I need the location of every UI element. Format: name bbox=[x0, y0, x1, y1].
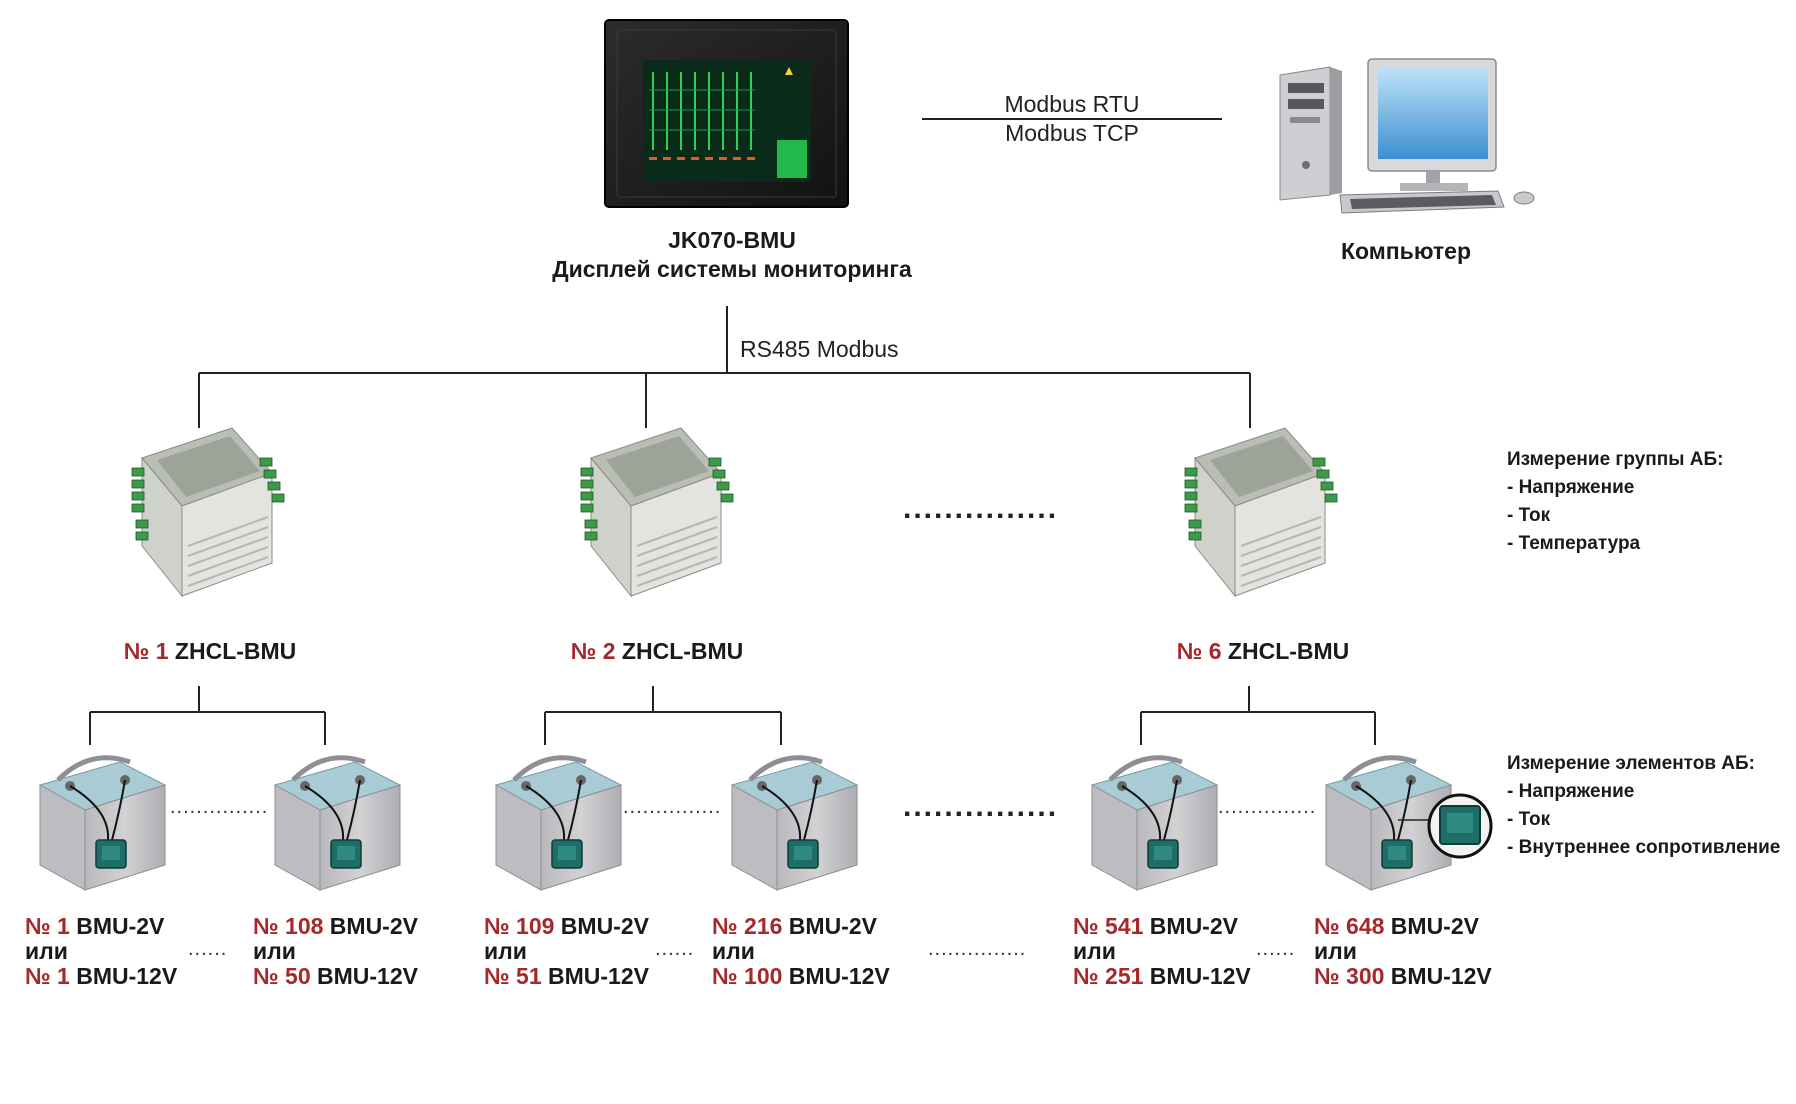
bmu-label-ellipsis-3: ............... bbox=[928, 938, 1027, 960]
computer-label: Компьютер bbox=[1340, 238, 1472, 264]
battery-icon-541 bbox=[1092, 758, 1217, 890]
controller-icon-1 bbox=[131, 427, 285, 597]
monitoring-display-icon bbox=[604, 19, 849, 208]
connection-lines bbox=[89, 118, 1376, 745]
protocol-rtu-label: Modbus RTU bbox=[1004, 91, 1140, 117]
controller-label-2: № 2 ZHCL-BMU bbox=[570, 638, 744, 664]
group-measure-title: Измерение группы АБ: bbox=[1507, 449, 1724, 470]
controller-icon-2 bbox=[580, 427, 734, 597]
cell-measure-item: - Внутреннее сопротивление bbox=[1507, 837, 1781, 858]
group-measure-item: - Ток bbox=[1507, 505, 1551, 526]
bmu-label-6: № 648 BMU-2V или № 300 BMU-12V bbox=[1314, 913, 1492, 989]
bmu-label-1: № 1 BMU-2V или № 1 BMU-12V bbox=[25, 913, 178, 989]
battery-pair-ellipsis-1: ............... bbox=[170, 796, 269, 818]
bmu-module-zoom-icon bbox=[1398, 793, 1493, 859]
group-measure-item: - Температура bbox=[1507, 533, 1641, 554]
battery-pair-ellipsis-2: ............... bbox=[623, 796, 722, 818]
bmu-label-ellipsis-1: ...... bbox=[188, 938, 228, 960]
group-measure-item: - Напряжение bbox=[1507, 477, 1635, 498]
bmu-label-4: № 216 BMU-2V или № 100 BMU-12V bbox=[712, 913, 890, 989]
group-measure-notes: Измерение группы АБ: - Напряжение - Ток … bbox=[1507, 446, 1723, 558]
controller-label-1: № 1 ZHCL-BMU bbox=[123, 638, 297, 664]
controllers-ellipsis: ............... bbox=[903, 492, 1059, 525]
battery-icon-1 bbox=[40, 758, 165, 890]
protocol-tcp-label: Modbus TCP bbox=[1005, 120, 1139, 146]
cell-measure-item: - Ток bbox=[1507, 809, 1551, 830]
bmu-label-ellipsis-4: ...... bbox=[1256, 938, 1296, 960]
battery-groups-ellipsis: ............... bbox=[903, 790, 1059, 823]
bmu-label-2: № 108 BMU-2V или № 50 BMU-12V bbox=[253, 913, 418, 989]
bmu-label-ellipsis-2: ...... bbox=[655, 938, 695, 960]
controller-label-6: № 6 ZHCL-BMU bbox=[1176, 638, 1350, 664]
bmu-label-5: № 541 BMU-2V или № 251 BMU-12V bbox=[1073, 913, 1251, 989]
cell-measure-item: - Напряжение bbox=[1507, 781, 1635, 802]
computer-icon bbox=[1279, 58, 1535, 214]
cell-measure-notes: Измерение элементов АБ: - Напряжение - Т… bbox=[1507, 750, 1780, 862]
display-model-label: JK070-BMU bbox=[668, 227, 796, 253]
cell-measure-title: Измерение элементов АБ: bbox=[1507, 753, 1756, 774]
battery-icon-108 bbox=[275, 758, 400, 890]
display-description-label: Дисплей системы мониторинга bbox=[552, 256, 912, 282]
battery-icon-109 bbox=[496, 758, 621, 890]
rs485-label: RS485 Modbus bbox=[740, 336, 899, 362]
battery-icon-216 bbox=[732, 758, 857, 890]
controller-icon-6 bbox=[1184, 427, 1338, 597]
battery-pair-ellipsis-3: ............... bbox=[1218, 796, 1317, 818]
bmu-label-3: № 109 BMU-2V или № 51 BMU-12V bbox=[484, 913, 649, 989]
